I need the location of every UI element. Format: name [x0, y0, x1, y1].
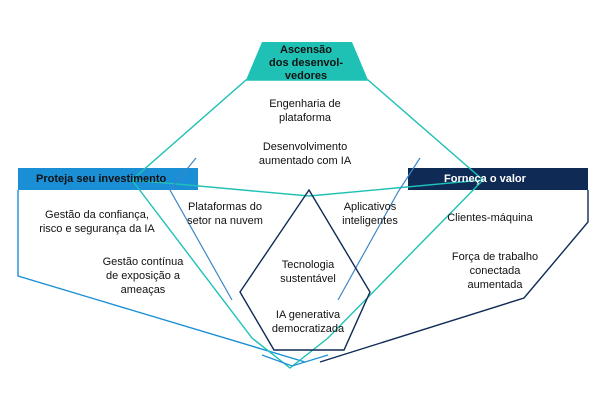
left-header-bar: [18, 168, 198, 190]
center-left-industry-cloud-platforms: Plataformas do setor na nuvem: [187, 201, 263, 227]
right-region-outline: [319, 190, 589, 363]
center-right-outline: [337, 157, 421, 301]
center-item-democratized-generative-ai: IA generativa democratizada: [271, 309, 345, 335]
top-header-bar: [246, 42, 368, 80]
center-item-sustainable-technology: Tecnologia sustentável: [280, 259, 336, 285]
top-region-extension: [131, 179, 484, 369]
top-item-platform-engineering: Engenharia de plataforma: [269, 98, 341, 124]
center-left-outline: [169, 157, 233, 301]
top-region-outline: [130, 79, 485, 197]
right-header-bar: [408, 168, 588, 190]
bottom-tip-lines: [261, 354, 329, 367]
center-right-intelligent-applications: Aplicativos inteligentes: [342, 201, 398, 227]
left-item-threat-exposure-management: Gestão contínua de exposição a ameaças: [102, 256, 184, 296]
right-item-augmented-connected-workforce: Força de trabalho conectada aumentada: [451, 251, 539, 291]
right-header-title: Forneça o valor: [444, 173, 526, 185]
top-item-ai-augmented-development: Desenvolvimento aumentado com IA: [258, 141, 352, 167]
top-header-title: Ascensão dos desenvol- vedores: [269, 44, 343, 82]
left-item-ai-trust-risk-security: Gestão da confiança, risco e segurança d…: [39, 209, 155, 235]
left-header-title: Proteja seu investimento: [36, 173, 167, 185]
center-bottom-outline: [239, 188, 371, 351]
right-item-machine-customers: Clientes-máquina: [447, 212, 533, 224]
left-region-outline: [17, 190, 306, 363]
